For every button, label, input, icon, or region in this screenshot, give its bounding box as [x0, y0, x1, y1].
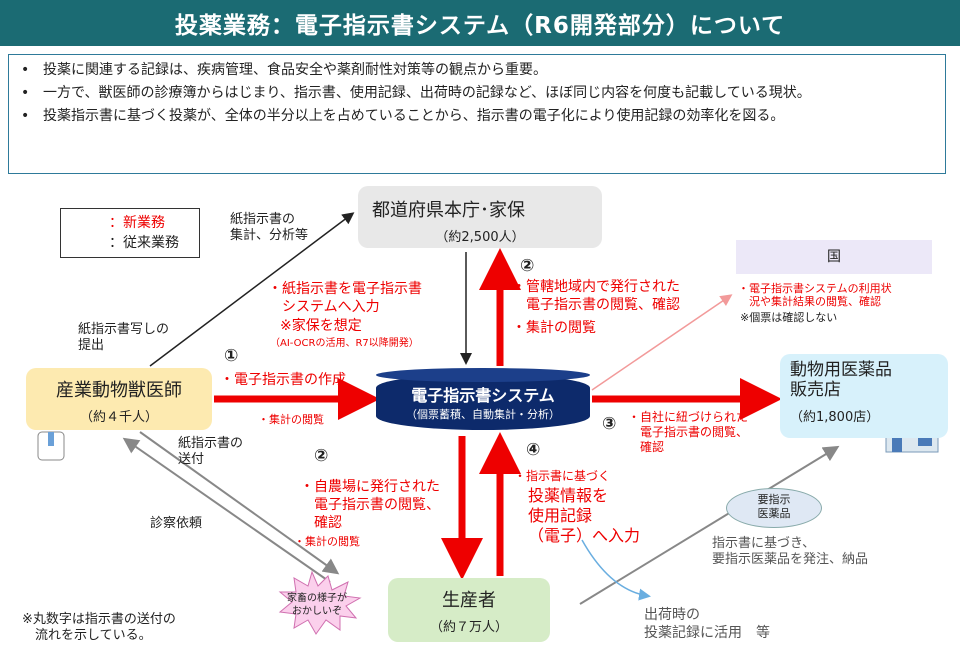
label-consult: 診察依頼: [150, 516, 203, 531]
arrow-system-to-kuni: [591, 294, 733, 391]
label-drug-info-2: 投薬情報を 使用記録 （電子）へ入力: [528, 486, 641, 545]
node-country-name: 国: [827, 249, 841, 265]
label-agg-view-vet: ・集計の閲覧: [258, 413, 324, 426]
label-country-note: ・電子指示書システムの利用状 況や集計結果の閲覧、確認: [738, 282, 892, 308]
arrow-vet-to-pref: [149, 212, 355, 367]
node-prefecture-count: （約2,500人）: [435, 230, 525, 245]
step-number-3: ③: [602, 414, 617, 434]
step-number-2b: ②: [314, 446, 329, 466]
node-system: 電子指示書システム （個票蓄積、自動集計・分析）: [376, 368, 590, 432]
node-system-name: 電子指示書システム: [411, 386, 555, 405]
node-farmer: 生産者 （約７万人）: [388, 578, 550, 642]
node-country: 国: [736, 240, 932, 274]
step-number-1: ①: [224, 346, 239, 366]
node-prefecture-name: 都道府県本庁･家保: [372, 200, 525, 221]
label-drug-info-1: ・指示書に基づく: [514, 469, 611, 483]
legend-old-label: ：従来業務: [109, 235, 179, 251]
node-farmer-name: 生産者: [442, 590, 496, 611]
page-title: 投薬業務：電子指示書システム（R6開発部分）について: [174, 13, 786, 39]
node-system-sub: （個票蓄積、自動集計・分析）: [406, 408, 560, 421]
label-agg-view-pref: ・集計の閲覧: [512, 320, 596, 336]
node-farmer-count: （約７万人）: [429, 620, 508, 635]
legend: ：新業務 ：従来業務: [60, 208, 200, 258]
title-bar: 投薬業務：電子指示書システム（R6開発部分）について: [0, 0, 960, 46]
label-burst: 家畜の様子が おかしいぞ: [287, 593, 347, 617]
node-shop-name2: 販売店: [790, 380, 841, 400]
label-area-view: ・管轄地域内で発行された 電子指示書の閲覧、確認: [512, 279, 680, 313]
node-shop: 動物用医薬品 販売店 （約1,800店）: [780, 354, 948, 438]
arrow-vet-to-farmer: [139, 431, 340, 575]
summary-item: 一方で、獣医師の診療簿からはじまり、指示書、使用記録、出荷時の記録など、ほぼ同じ…: [21, 84, 931, 103]
summary-box: 投薬に関連する記録は、疾病管理、食品安全や薬剤耐性対策等の観点から重要。 一方で…: [8, 54, 946, 174]
node-shop-name1: 動物用医薬品: [790, 360, 892, 380]
node-veterinarian-name: 産業動物獣医師: [56, 380, 182, 401]
label-prescription-drug: 要指示 医薬品: [726, 488, 822, 528]
burst-shape: [278, 570, 362, 635]
label-shop-view: ・自社に紐づけられた 電子指示書の閲覧、 確認: [628, 410, 749, 454]
footnote: ※丸数字は指示書の送付の 流れを示している。: [22, 612, 176, 643]
summary-item: 投薬に関連する記録は、疾病管理、食品安全や薬剤耐性対策等の観点から重要。: [21, 61, 931, 80]
node-veterinarian-count: （約４千人）: [79, 410, 158, 425]
label-farm-view: ・自農場に発行された 電子指示書の閲覧、 確認: [300, 479, 440, 531]
node-veterinarian: 産業動物獣医師 （約４千人）: [26, 368, 212, 430]
label-input-paper: ・紙指示書を電子指示書 システムへ入力: [268, 281, 422, 315]
label-country-note2: ※個票は確認しない: [740, 311, 838, 324]
label-input-aiocr: （AI-OCRの活用、R7以降開発）: [270, 338, 419, 349]
label-paper-aggregate: 紙指示書の 集計、分析等: [230, 212, 309, 243]
arrow-farmer-to-shop: [579, 445, 840, 605]
label-input-note: ※家保を想定: [280, 318, 362, 334]
step-number-4: ④: [526, 440, 541, 460]
arrow-farmer-to-vet: [122, 437, 331, 583]
label-agg-view-farm: ・集計の閲覧: [294, 535, 360, 548]
summary-item: 投薬指示書に基づく投薬が、全体の半分以上を占めていることから、指示書の電子化によ…: [21, 107, 931, 126]
legend-new-label: ：新業務: [109, 215, 165, 231]
node-prefecture: 都道府県本庁･家保 （約2,500人）: [358, 186, 602, 248]
label-paper-copy: 紙指示書写しの 提出: [78, 322, 170, 353]
label-create: ・電子指示書の作成: [220, 372, 346, 388]
label-shipment: 出荷時の 投薬記録に活用 等: [644, 607, 770, 641]
label-order: 指示書に基づき、 要指示医薬品を発注、納品: [712, 536, 869, 567]
arrow-record-use: [581, 539, 651, 601]
step-number-2a: ②: [520, 256, 535, 276]
label-paper-send: 紙指示書の 送付: [178, 436, 244, 467]
node-shop-count: （約1,800店）: [790, 410, 880, 425]
